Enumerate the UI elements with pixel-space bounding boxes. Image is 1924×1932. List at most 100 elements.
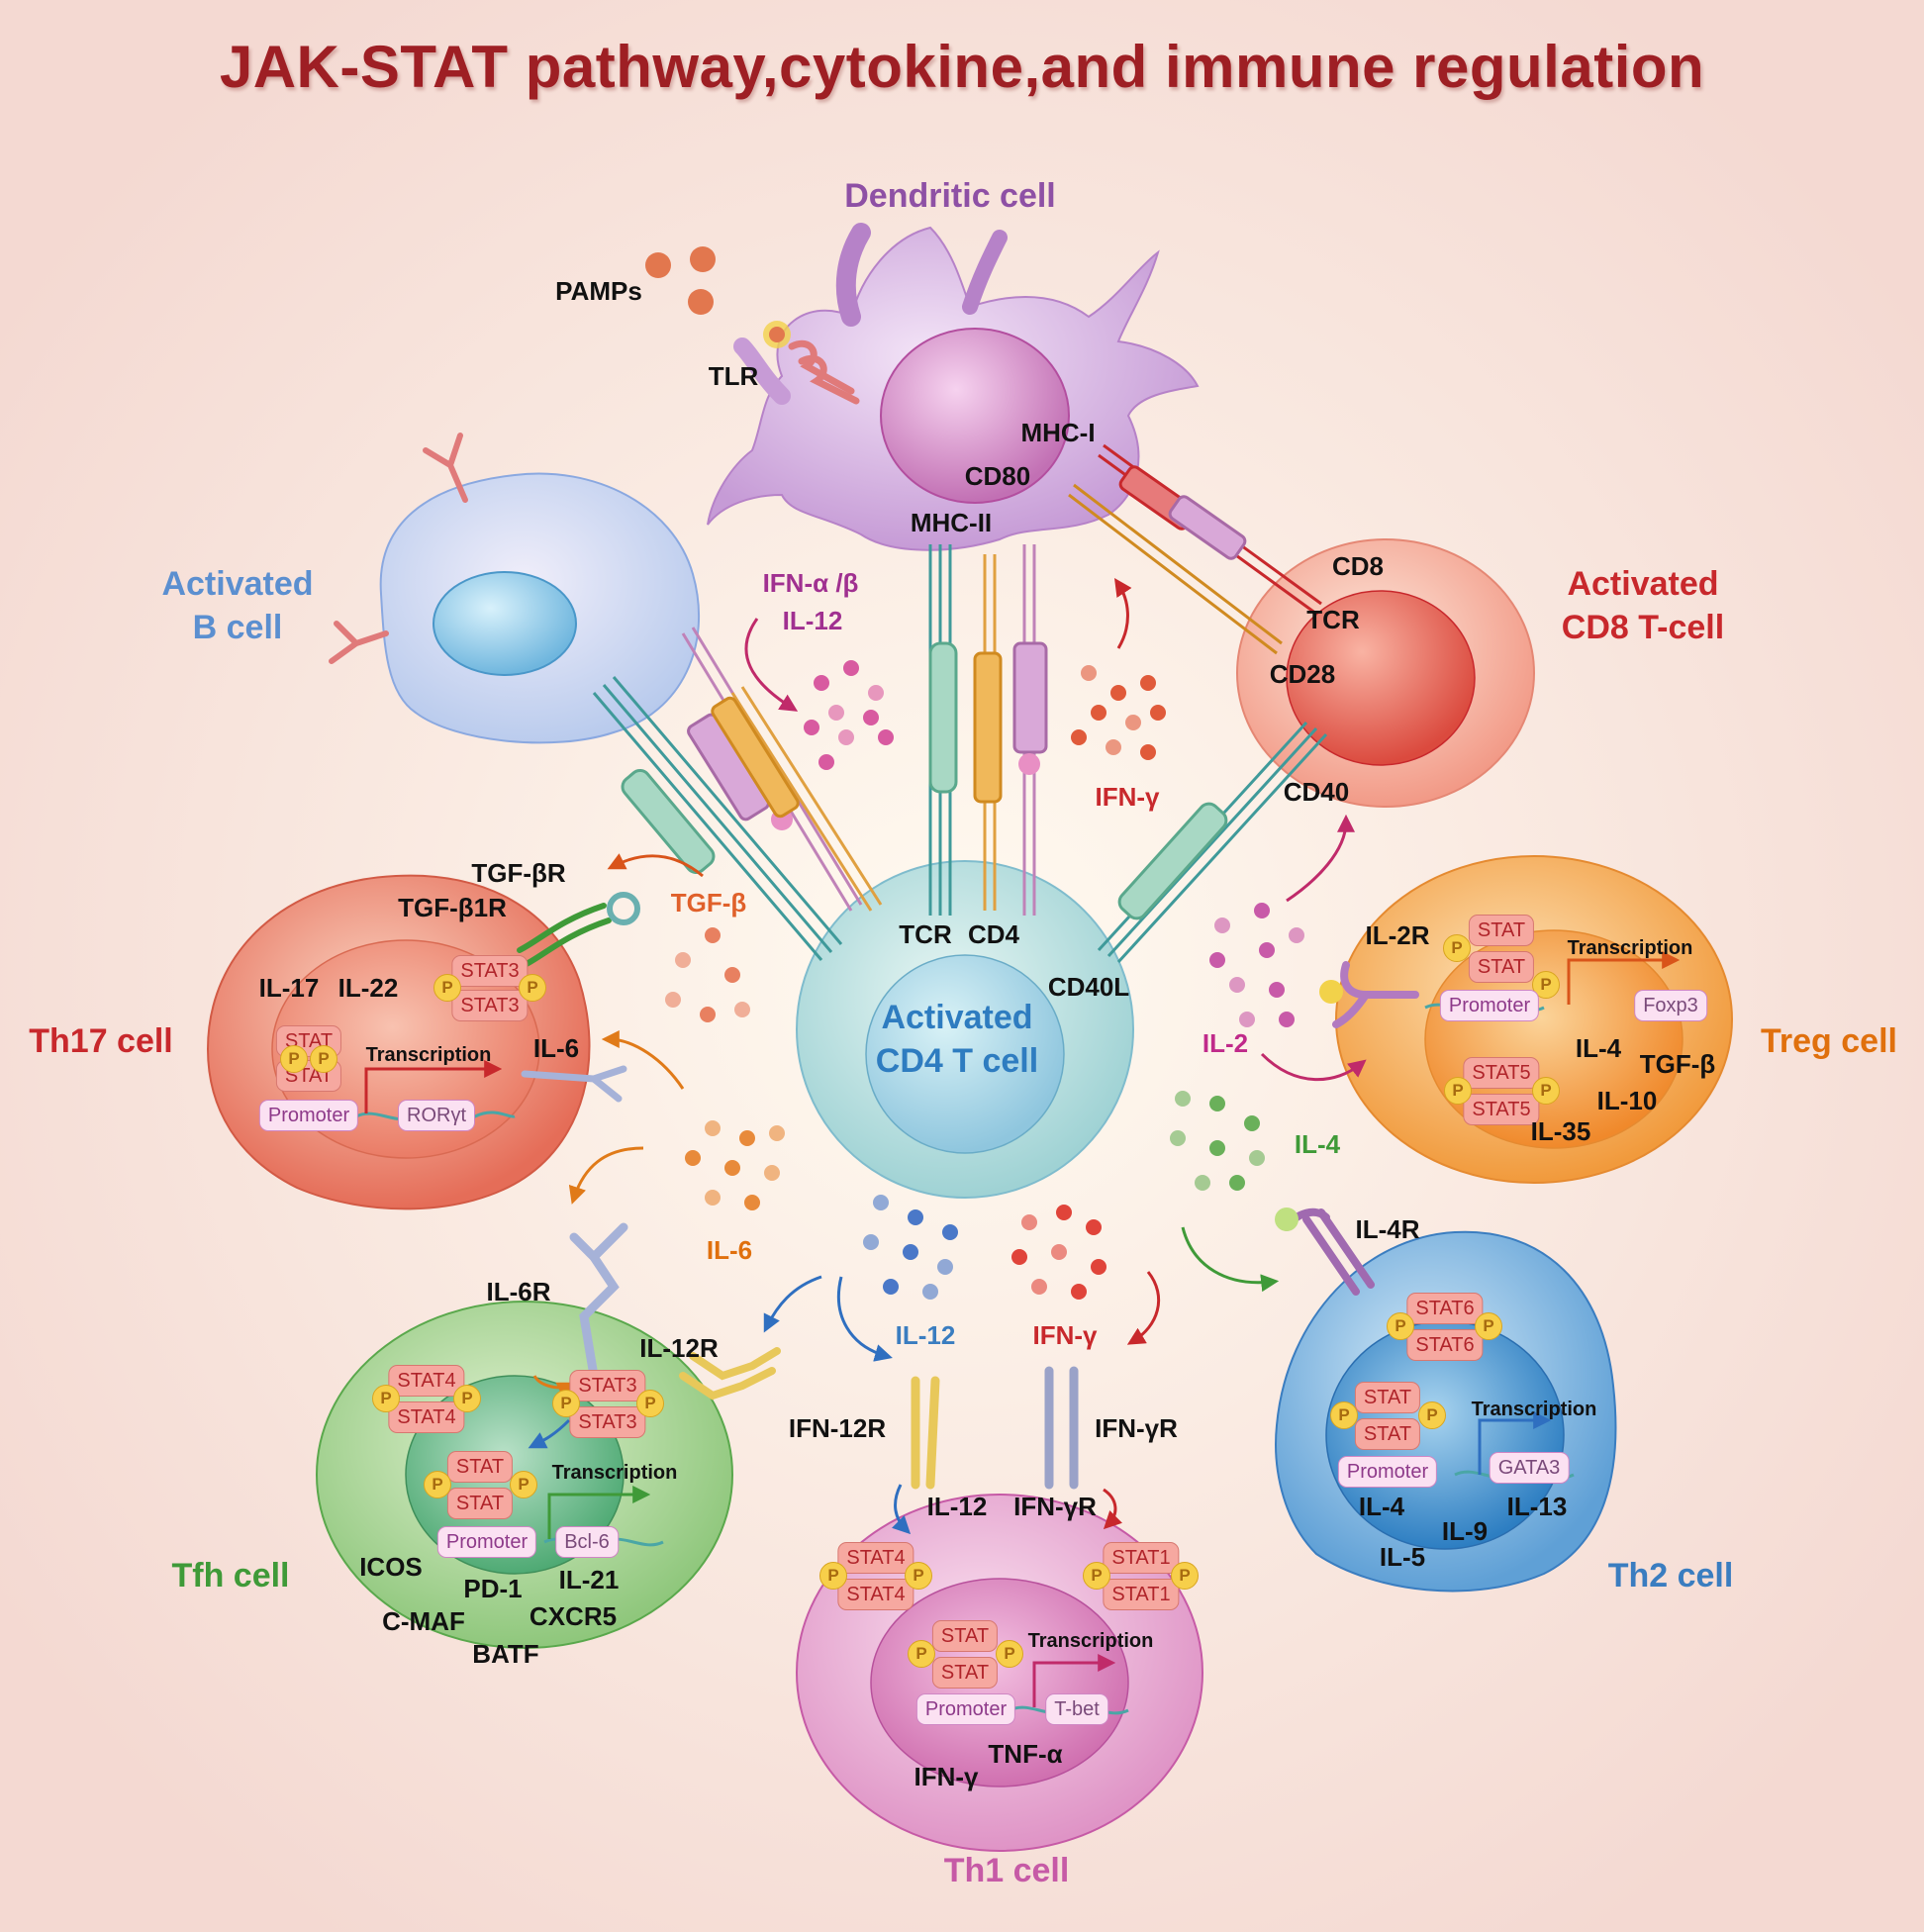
tfh-transcription-label: Transcription <box>551 1462 678 1484</box>
treg-stat5-upper: STAT5 <box>1463 1057 1540 1089</box>
th2-phospho-4: P <box>1418 1401 1446 1429</box>
th1-stat-lower: STAT <box>931 1657 999 1689</box>
tlr-receptor <box>788 340 860 405</box>
treg-stat-upper: STAT <box>1468 915 1535 946</box>
tfh-promoter: Promoter <box>436 1526 537 1558</box>
treg-phospho-1: P <box>1443 934 1471 962</box>
ifng-top-particles <box>1071 665 1166 760</box>
tfh-stat-upper: STAT <box>446 1451 514 1483</box>
th1-ifng-label: IFN-γ <box>914 1762 979 1791</box>
th1-phospho-1: P <box>819 1562 847 1590</box>
treg-il4-label: IL-4 <box>1575 1033 1622 1063</box>
cd8-receptor-label: CD8 <box>1331 551 1385 581</box>
cd4-receptor-label: CD4 <box>967 919 1020 949</box>
ifn12r-label: IFN-12R <box>788 1413 887 1443</box>
cd4-cell-shape <box>796 860 1134 1199</box>
il2-ligand <box>1319 980 1343 1004</box>
tfh-icos-label: ICOS <box>359 1552 423 1582</box>
b-cell-label: Activated B cell <box>161 562 313 649</box>
tgfb1r-label: TGF-β1R <box>398 893 507 922</box>
th17-cell-label: Th17 cell <box>29 1021 173 1060</box>
b-cell-label-line1: Activated <box>161 564 314 603</box>
page-title: JAK-STAT pathway,cytokine,and immune reg… <box>219 34 1705 100</box>
tfh-stat3-upper: STAT3 <box>569 1370 646 1401</box>
il6-th17-label: IL-6 <box>532 1033 580 1063</box>
tfh-batf-label: BATF <box>472 1639 539 1669</box>
th1-stat1-upper: STAT1 <box>1103 1542 1180 1574</box>
th1-phospho-4: P <box>1171 1562 1199 1590</box>
cd4-cell-label: Activated CD4 T cell <box>876 996 1038 1083</box>
tgfb-label: TGF-β <box>670 888 747 918</box>
tfh-cell-label: Tfh cell <box>171 1556 290 1594</box>
treg-il35-label: IL-35 <box>1530 1116 1591 1146</box>
b-cell-shape <box>329 433 701 744</box>
cd40l-label: CD40L <box>1047 972 1130 1002</box>
tfh-stat4-lower: STAT4 <box>388 1401 465 1433</box>
receptor-complexes <box>592 443 1328 964</box>
th2-phospho-3: P <box>1330 1401 1358 1429</box>
tfh-cxcr5-label: CXCR5 <box>529 1601 618 1631</box>
treg-stat-lower: STAT <box>1468 951 1535 983</box>
tcr-cd4-label: TCR <box>899 919 952 949</box>
ifngr-top-label: IFN-γR <box>1095 1413 1178 1443</box>
th1-ifngr-label: IFN-γR <box>1013 1492 1097 1521</box>
th1-phospho-6: P <box>996 1640 1023 1668</box>
il17-label: IL-17 <box>258 973 320 1003</box>
il6-particles <box>685 1120 785 1210</box>
transcription-arrows <box>364 951 1681 1707</box>
th1-stat4-lower: STAT4 <box>837 1579 914 1610</box>
tfh-phospho-2: P <box>453 1385 481 1412</box>
th2-cell-shape <box>1275 1230 1617 1593</box>
tfh-stat-lower: STAT <box>446 1488 514 1519</box>
il12-top-label: IL-12 <box>782 606 843 635</box>
ifng-mid-particles <box>1011 1205 1106 1300</box>
pamps-label: PAMPs <box>555 276 642 306</box>
th17-transcription-label: Transcription <box>365 1044 492 1066</box>
il4-particles <box>1170 1091 1265 1191</box>
tfh-phospho-6: P <box>510 1471 537 1498</box>
tfh-cmaf-label: C-MAF <box>382 1606 465 1636</box>
treg-il10-label: IL-10 <box>1596 1086 1658 1115</box>
th17-phospho-3: P <box>280 1045 308 1073</box>
b-cell-label-line2: B cell <box>192 609 283 646</box>
il4-label: IL-4 <box>1294 1129 1341 1159</box>
cd4-cell-label-line1: Activated <box>881 998 1033 1036</box>
th1-transcription-label: Transcription <box>1027 1630 1154 1652</box>
th2-promoter: Promoter <box>1337 1456 1438 1488</box>
il6-mid-label: IL-6 <box>706 1235 753 1265</box>
th17-cell-shape <box>206 874 591 1210</box>
th2-phospho-1: P <box>1387 1312 1414 1340</box>
th2-il13-label: IL-13 <box>1506 1492 1568 1521</box>
il6r-tfh <box>569 1222 628 1381</box>
tfh-phospho-1: P <box>372 1385 400 1412</box>
th1-phospho-3: P <box>1083 1562 1110 1590</box>
tfh-phospho-4: P <box>636 1390 664 1417</box>
th1-stat4-upper: STAT4 <box>837 1542 914 1574</box>
th1-phospho-5: P <box>908 1640 935 1668</box>
il12r-label: IL-12R <box>639 1333 719 1363</box>
ifn-il12-particles <box>804 660 894 770</box>
th1-promoter: Promoter <box>915 1693 1016 1725</box>
th1-phospho-2: P <box>905 1562 932 1590</box>
cd8-cell-shape <box>1236 538 1535 808</box>
tfh-gene-bcl6: Bcl-6 <box>555 1526 619 1558</box>
treg-cell-label: Treg cell <box>1761 1021 1897 1060</box>
treg-stat5-lower: STAT5 <box>1463 1094 1540 1125</box>
il4r-label: IL-4R <box>1355 1214 1420 1244</box>
tcr-cd8-label: TCR <box>1306 605 1360 634</box>
il2r-label: IL-2R <box>1365 920 1430 950</box>
tfh-phospho-5: P <box>424 1471 451 1498</box>
tfh-il21-label: IL-21 <box>558 1565 620 1594</box>
cd8-cell-label-line1: Activated <box>1567 564 1719 603</box>
cd40-label: CD40 <box>1283 777 1350 807</box>
th2-phospho-2: P <box>1475 1312 1502 1340</box>
th1-il12-label: IL-12 <box>926 1492 988 1521</box>
ifn12r-receptor <box>911 1376 940 1490</box>
il4-ligand <box>1275 1208 1299 1231</box>
th2-il9-label: IL-9 <box>1441 1516 1489 1546</box>
mhc2-label: MHC-II <box>910 508 993 537</box>
tgfbr-receptor <box>517 892 640 968</box>
cd8-cell-label: Activated CD8 T-cell <box>1562 562 1724 649</box>
th2-cell-label: Th2 cell <box>1607 1556 1734 1594</box>
